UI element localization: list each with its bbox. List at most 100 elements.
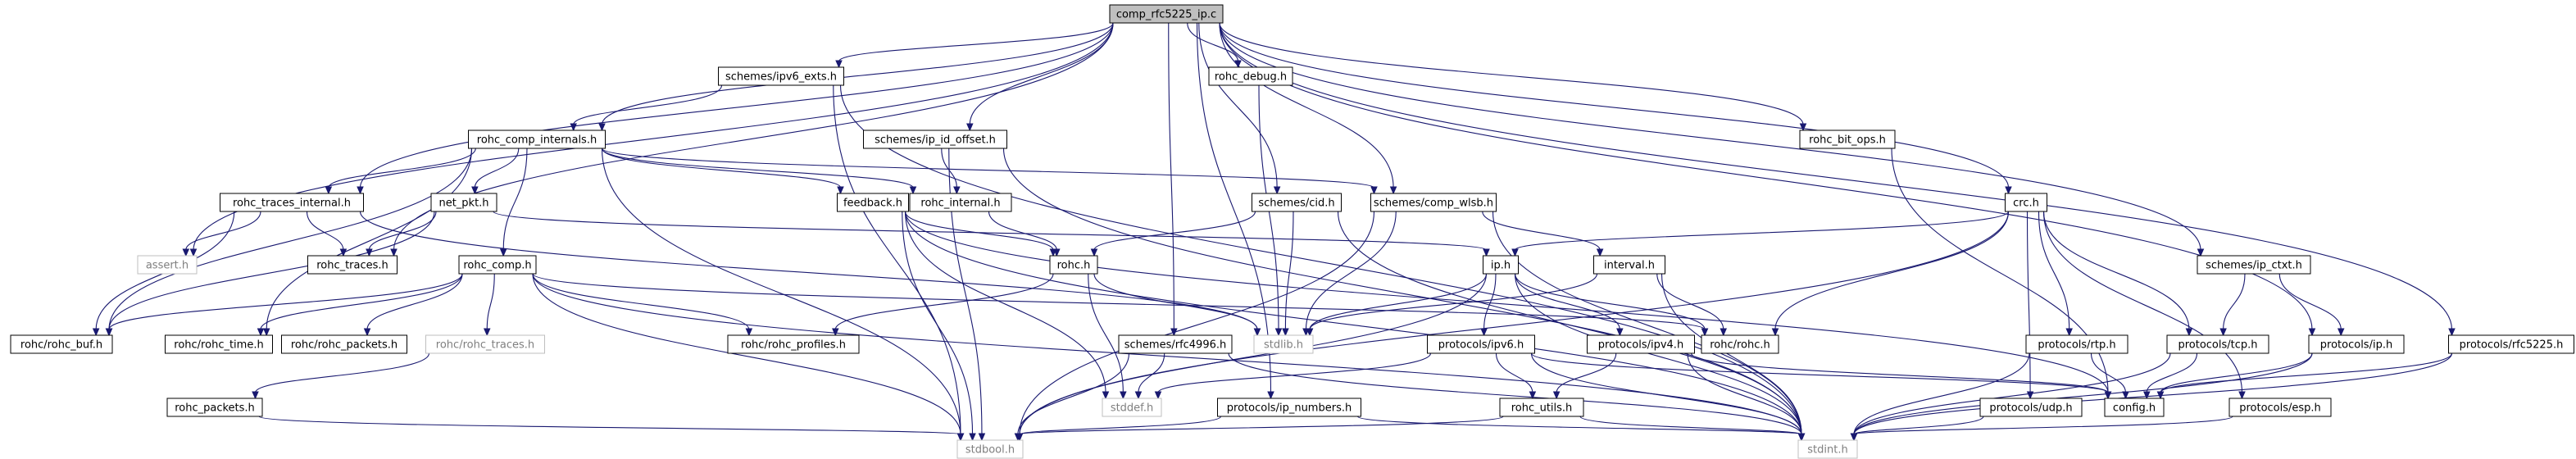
edge-crc-to-ip bbox=[1511, 211, 2010, 257]
node-rohc-utils[interactable]: rohc_utils.h bbox=[1499, 398, 1584, 417]
node-interval[interactable]: interval.h bbox=[1593, 255, 1665, 275]
edge-line bbox=[1690, 352, 2109, 393]
edge-arrowhead bbox=[1267, 391, 1274, 400]
edge-arrowhead bbox=[325, 186, 333, 195]
node-udp[interactable]: protocols/udp.h bbox=[1979, 398, 2083, 417]
node-box bbox=[10, 334, 113, 354]
edge-arrowhead bbox=[1090, 248, 1098, 257]
node-ip-ctxt[interactable]: schemes/ip_ctxt.h bbox=[2197, 255, 2311, 275]
node-label: schemes/rfc4996.h bbox=[1124, 339, 1227, 352]
edge-line bbox=[1019, 273, 1488, 435]
node-label: schemes/ipv6_exts.h bbox=[725, 71, 837, 84]
node-rohc-comp[interactable]: rohc_comp.h bbox=[458, 255, 537, 275]
node-rfc4996[interactable]: schemes/rfc4996.h bbox=[1118, 334, 1233, 354]
node-traces-internal[interactable]: rohc_traces_internal.h bbox=[220, 193, 364, 212]
node-box bbox=[137, 255, 198, 275]
edge-line bbox=[1017, 352, 1130, 435]
node-label: feedback.h bbox=[843, 198, 902, 210]
node-comp-wlsb[interactable]: schemes/comp_wlsb.h bbox=[1370, 193, 1497, 212]
node-box bbox=[1483, 255, 1519, 275]
edge-rohc-comp-to-rohc-profiles bbox=[532, 273, 753, 337]
node-rtp[interactable]: protocols/rtp.h bbox=[2025, 334, 2128, 354]
edge-root-to-ip-ctxt bbox=[1219, 22, 2205, 257]
node-rfc5225[interactable]: protocols/rfc5225.h bbox=[2448, 334, 2574, 354]
edge-line bbox=[904, 211, 1802, 435]
node-comp-internals[interactable]: rohc_comp_internals.h bbox=[468, 130, 606, 149]
node-box bbox=[1208, 66, 1293, 86]
edge-line bbox=[1019, 211, 1375, 435]
node-ip-numbers[interactable]: protocols/ip_numbers.h bbox=[1217, 398, 1361, 417]
edge-line bbox=[1853, 352, 2313, 435]
edge-crc-to-rohc-rohc bbox=[1771, 211, 2010, 337]
edge-tcp-to-stdint bbox=[1850, 352, 2171, 442]
edge-arrowhead bbox=[1483, 248, 1490, 257]
edge-esp-to-stdint bbox=[1850, 416, 2233, 442]
node-ipv4[interactable]: protocols/ipv4.h bbox=[1587, 334, 1695, 354]
node-cid[interactable]: schemes/cid.h bbox=[1252, 193, 1342, 212]
edge-comp-internals-to-comp-wlsb bbox=[601, 148, 1378, 195]
edge-comp-internals-to-rohc-internal bbox=[601, 148, 917, 195]
edge-line bbox=[904, 211, 2109, 393]
node-rohc-debug[interactable]: rohc_debug.h bbox=[1208, 66, 1293, 86]
node-label: protocols/ipv6.h bbox=[1438, 339, 1524, 352]
node-ip[interactable]: ip.h bbox=[1483, 255, 1519, 275]
node-ipv6-exts[interactable]: schemes/ipv6_exts.h bbox=[718, 66, 844, 86]
node-rohc[interactable]: rohc.h bbox=[1049, 255, 1098, 275]
node-box bbox=[2308, 334, 2405, 354]
node-rohc-buf[interactable]: rohc/rohc_buf.h bbox=[10, 334, 113, 354]
edge-line bbox=[1219, 22, 1804, 125]
node-traces[interactable]: rohc_traces.h bbox=[307, 255, 398, 275]
node-config[interactable]: config.h bbox=[2104, 398, 2165, 417]
node-rohc-internal[interactable]: rohc_internal.h bbox=[909, 193, 1012, 212]
node-feedback[interactable]: feedback.h bbox=[837, 193, 909, 212]
node-root[interactable]: comp_rfc5225_ip.c bbox=[1109, 4, 1224, 24]
edge-root-to-ipv6-exts bbox=[835, 22, 1114, 69]
node-box bbox=[1049, 255, 1098, 275]
edge-arrowhead bbox=[1850, 433, 1858, 442]
edge-line bbox=[328, 148, 476, 189]
node-rohc-packets[interactable]: rohc_packets.h bbox=[166, 398, 263, 417]
edge-line bbox=[1187, 22, 1239, 62]
node-stdbool: stdbool.h bbox=[956, 439, 1024, 459]
edge-rohc-packets-to-stdbool bbox=[258, 416, 965, 442]
node-label: schemes/comp_wlsb.h bbox=[1374, 198, 1493, 210]
node-bit-ops[interactable]: rohc_bit_ops.h bbox=[1799, 130, 1896, 149]
node-box bbox=[956, 439, 1024, 459]
edge-line bbox=[1661, 273, 1802, 435]
edge-rohc-comp-to-rohc-traces-pub bbox=[483, 273, 495, 337]
node-label: rohc/rohc_buf.h bbox=[20, 339, 102, 352]
edge-line bbox=[1219, 22, 1394, 189]
node-net-pkt[interactable]: net_pkt.h bbox=[430, 193, 497, 212]
node-prot-ip[interactable]: protocols/ip.h bbox=[2308, 334, 2405, 354]
edge-arrowhead bbox=[966, 123, 974, 132]
edge-arrowhead bbox=[956, 433, 965, 442]
node-box bbox=[468, 130, 606, 149]
node-box bbox=[1979, 398, 2083, 417]
edge-arrowhead bbox=[390, 248, 398, 257]
node-rohc-packets-pub[interactable]: rohc/rohc_packets.h bbox=[281, 334, 407, 354]
edge-comp-internals-to-rohc-comp bbox=[499, 148, 528, 257]
edge-feedback-to-stddef bbox=[904, 211, 1110, 400]
node-rohc-time[interactable]: rohc/rohc_time.h bbox=[165, 334, 273, 354]
edge-comp-internals-to-traces-internal bbox=[325, 148, 476, 195]
edge-line bbox=[1093, 273, 1258, 330]
edge-arrowhead bbox=[189, 248, 198, 257]
node-crc[interactable]: crc.h bbox=[2005, 193, 2047, 212]
node-label: stdbool.h bbox=[965, 444, 1015, 457]
edge-line bbox=[1219, 22, 2453, 330]
node-box bbox=[307, 255, 398, 275]
edge-arrowhead bbox=[2065, 328, 2073, 337]
edge-arrowhead bbox=[1053, 248, 1061, 257]
edge-crc-to-esp bbox=[2042, 211, 2246, 400]
node-ip-id-offset[interactable]: schemes/ip_id_offset.h bbox=[863, 130, 1007, 149]
node-tcp[interactable]: protocols/tcp.h bbox=[2166, 334, 2269, 354]
node-rohc-profiles[interactable]: rohc/rohc_profiles.h bbox=[727, 334, 860, 354]
edge-arrowhead bbox=[1511, 248, 1519, 257]
node-box bbox=[2197, 255, 2311, 275]
node-ipv6[interactable]: protocols/ipv6.h bbox=[1427, 334, 1535, 354]
edge-line bbox=[1309, 273, 1598, 330]
node-label: protocols/esp.h bbox=[2239, 402, 2321, 415]
node-rohc-rohc[interactable]: rohc/rohc.h bbox=[1701, 334, 1779, 354]
node-esp[interactable]: protocols/esp.h bbox=[2228, 398, 2332, 417]
edge-rfc4996-to-stdbool bbox=[1014, 352, 1130, 442]
